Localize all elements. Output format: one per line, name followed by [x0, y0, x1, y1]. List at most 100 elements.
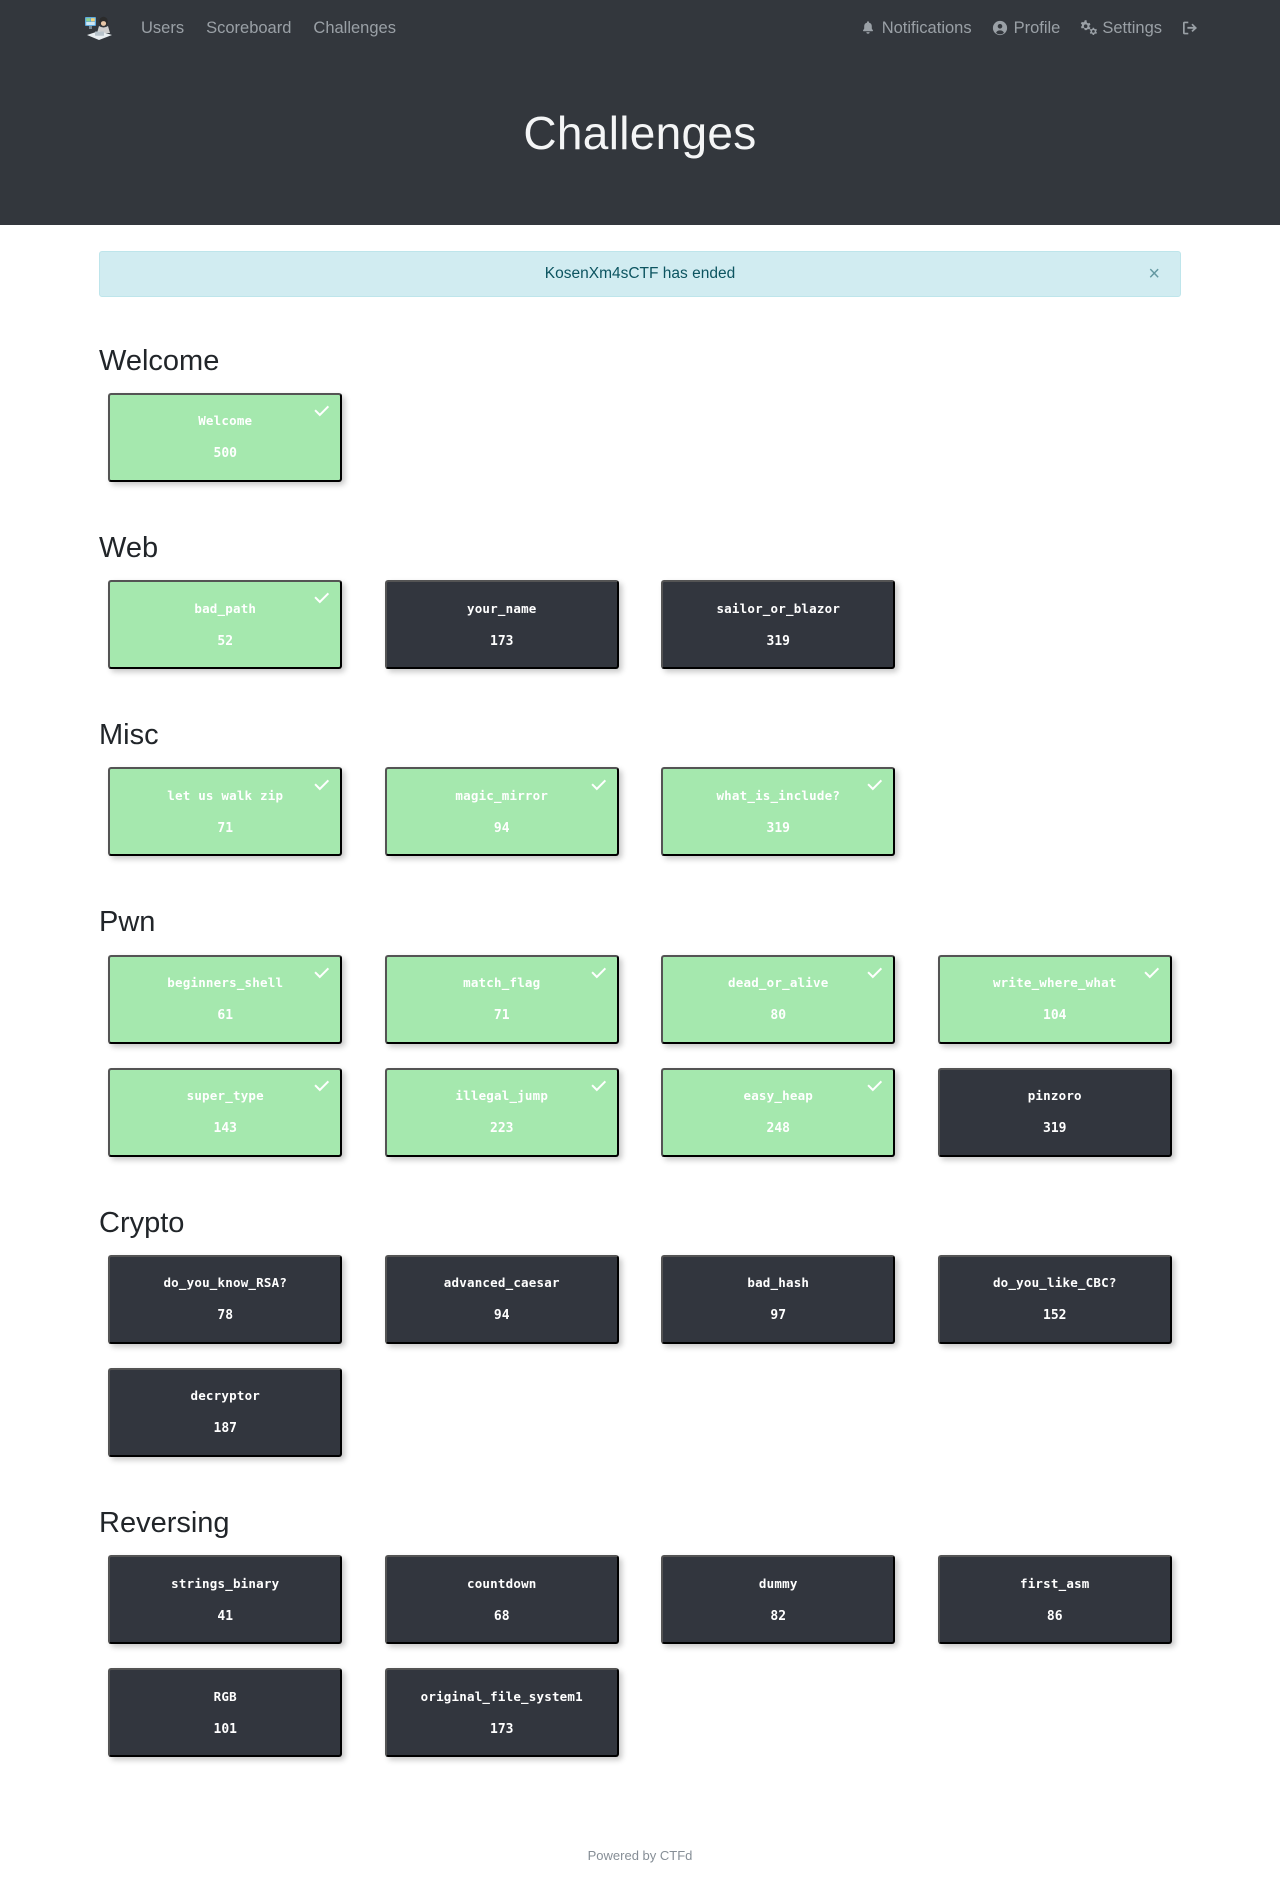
challenge-value: 78: [217, 1308, 234, 1324]
main-navbar: Users Scoreboard Challenges Notification…: [0, 0, 1280, 56]
challenge-value: 223: [490, 1121, 514, 1137]
powered-by-ctfd-link[interactable]: Powered by CTFd: [587, 1848, 693, 1864]
challenge-card[interactable]: do_you_like_CBC?152: [937, 1254, 1172, 1344]
challenge-value: 500: [213, 446, 237, 462]
challenge-value: 97: [770, 1308, 787, 1324]
nav-link-scoreboard[interactable]: Scoreboard: [206, 19, 292, 37]
challenge-value: 41: [217, 1608, 234, 1624]
challenge-name: let us walk zip: [167, 787, 284, 803]
challenge-name: decryptor: [190, 1388, 261, 1404]
challenge-cell: super_type 143: [87, 1067, 364, 1157]
category-title: Welcome: [99, 344, 220, 377]
solved-check-icon: [314, 590, 330, 605]
challenge-value: 104: [1043, 1008, 1067, 1024]
solved-check-icon: [867, 1078, 883, 1093]
challenge-name: do_you_know_RSA?: [163, 1275, 288, 1291]
challenge-name: beginners_shell: [167, 975, 284, 991]
challenge-value: 82: [770, 1608, 787, 1624]
challenge-name: super_type: [186, 1088, 264, 1104]
challenge-name: easy_heap: [743, 1088, 814, 1104]
challenge-cell: do_you_like_CBC?152: [917, 1254, 1194, 1344]
challenge-value: 94: [493, 820, 510, 836]
solved-check-icon: [867, 965, 883, 980]
challenge-value: 319: [766, 820, 790, 836]
challenge-value: 71: [217, 820, 234, 836]
bell-icon: [860, 20, 876, 36]
challenge-value: 52: [217, 633, 234, 649]
challenge-value: 143: [213, 1121, 237, 1137]
nav-link-settings[interactable]: Settings: [1070, 0, 1172, 56]
nav-link-notifications[interactable]: Notifications: [850, 0, 982, 56]
challenge-name: match_flag: [463, 975, 541, 991]
challenge-card[interactable]: match_flag 71: [384, 954, 619, 1044]
challenge-value: 94: [493, 1308, 510, 1324]
challenge-card[interactable]: let us walk zip 71: [108, 767, 343, 857]
challenge-value: 68: [493, 1608, 510, 1624]
category-title: Pwn: [99, 906, 156, 939]
nav-link-logout[interactable]: [1172, 20, 1208, 36]
challenge-name: sailor_or_blazor: [716, 600, 841, 616]
nav-link-users[interactable]: Users: [141, 19, 185, 37]
challenge-name: dead_or_alive: [728, 975, 829, 991]
navbar-right-group: Notifications Profile Settings: [850, 0, 1208, 56]
nav-link-profile[interactable]: Profile: [982, 0, 1071, 56]
challenge-card[interactable]: what_is_include?319: [661, 767, 896, 857]
challenge-name: pinzoro: [1027, 1088, 1082, 1104]
challenge-name: do_you_like_CBC?: [992, 1275, 1117, 1291]
nav-link-challenges[interactable]: Challenges: [313, 19, 396, 37]
navbar-left-group: Users Scoreboard Challenges: [84, 0, 407, 56]
challenge-cell: do_you_know_RSA? 78: [87, 1254, 364, 1344]
page-header: Challenges: [0, 56, 1280, 225]
challenge-card[interactable]: do_you_know_RSA? 78: [108, 1254, 343, 1344]
challenge-card[interactable]: super_type 143: [108, 1067, 343, 1157]
challenge-card[interactable]: write_where_what 104: [937, 954, 1172, 1044]
solved-check-icon: [591, 965, 606, 980]
alert-message: KosenXm4sCTF has ended: [544, 264, 736, 282]
solved-check-icon: [867, 777, 883, 792]
alert-close-button[interactable]: ×: [1144, 264, 1164, 284]
ctf-logo-icon[interactable]: [84, 12, 114, 44]
challenge-name: your_name: [466, 600, 537, 616]
solved-check-icon: [591, 777, 606, 792]
challenge-name: write_where_what: [992, 975, 1117, 991]
category-title: Crypto: [99, 1206, 185, 1239]
alert-container: KosenXm4sCTF has ended ×: [84, 225, 1196, 297]
challenge-value: 71: [493, 1008, 510, 1024]
solved-check-icon: [591, 1078, 606, 1093]
